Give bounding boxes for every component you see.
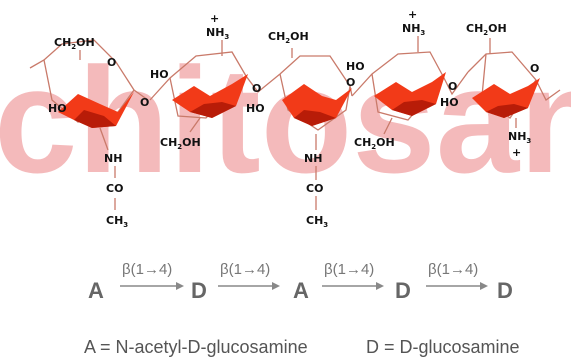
ring5-nh3-label: NH3 [508, 130, 531, 145]
ring1-co-label: CO [106, 182, 123, 195]
ring4-ring-oxygen: O [448, 80, 457, 93]
ring2-ho-label: HO [150, 68, 169, 81]
sequence-unit-3: A [293, 278, 309, 303]
legend-a: A = N-acetyl-D-glucosamine [84, 337, 308, 357]
ring2-shade [190, 102, 236, 118]
bond-label-4: β(1→4) [428, 261, 478, 278]
ring4-ch2oh-label: CH2OH [354, 136, 395, 151]
sequence-unit-2: D [191, 278, 207, 303]
sequence-row: A D A D D β(1→4) β(1→4) β(1→4) β(1→4) [88, 261, 513, 303]
ring3-ho-label: HO [246, 102, 265, 115]
ring4-ho-label: HO [346, 60, 365, 73]
ring2-nh3-label: NH3 [206, 26, 229, 41]
ring4-shade [392, 100, 436, 116]
ring5-upper-bonds [467, 51, 561, 101]
sequence-unit-1: A [88, 278, 104, 303]
ring-faces [58, 72, 540, 128]
bond-label-2: β(1→4) [220, 261, 270, 278]
ring3-ring-oxygen: O [346, 76, 355, 89]
ring2-ch2oh-bond [189, 117, 201, 133]
ring4-charge: + [408, 8, 417, 21]
sequence-unit-4: D [395, 278, 411, 303]
ring2-ch2oh-label: CH2OH [160, 136, 201, 151]
bond-label-1: β(1→4) [122, 261, 172, 278]
bond-label-3: β(1→4) [324, 261, 374, 278]
ring1-nh-label: NH [104, 152, 122, 165]
bond-arrow-2-head [272, 282, 280, 290]
ring1-ho-label: HO [48, 102, 67, 115]
ring2-charge: + [210, 12, 219, 25]
ring5-charge: + [512, 146, 521, 159]
ring1-ring-oxygen: O [107, 56, 116, 69]
ring3-ch3-label: CH3 [306, 214, 328, 229]
legend-d: D = D-glucosamine [366, 337, 520, 357]
ring4-ch2oh-bond [383, 117, 393, 135]
bond-arrow-3-head [376, 282, 384, 290]
ring1-lower-bonds [43, 59, 135, 123]
ring4-nh3-label: NH3 [402, 22, 425, 37]
ring5-ch2oh-label: CH2OH [466, 22, 507, 37]
ring5-shade [486, 104, 528, 118]
ring1-ch3-label: CH3 [106, 214, 128, 229]
ring1-ch2oh-label: CH2OH [54, 36, 95, 51]
bond-arrows [120, 282, 488, 290]
ring3-co-label: CO [306, 182, 323, 195]
ring3-ch2oh-label: CH2OH [268, 30, 309, 45]
ring1-shade [74, 110, 116, 128]
link1-oxygen: O [140, 96, 149, 109]
ring5-ho-label: HO [440, 96, 459, 109]
ring3-nh-label: NH [304, 152, 322, 165]
bond-arrow-4-head [480, 282, 488, 290]
ring3-shade [294, 110, 336, 126]
ring1-nh-bond [99, 127, 109, 151]
bond-arrow-1-head [176, 282, 184, 290]
ring2-ring-oxygen: O [252, 82, 261, 95]
ring5-ring-oxygen: O [530, 62, 539, 75]
sequence-unit-5: D [497, 278, 513, 303]
